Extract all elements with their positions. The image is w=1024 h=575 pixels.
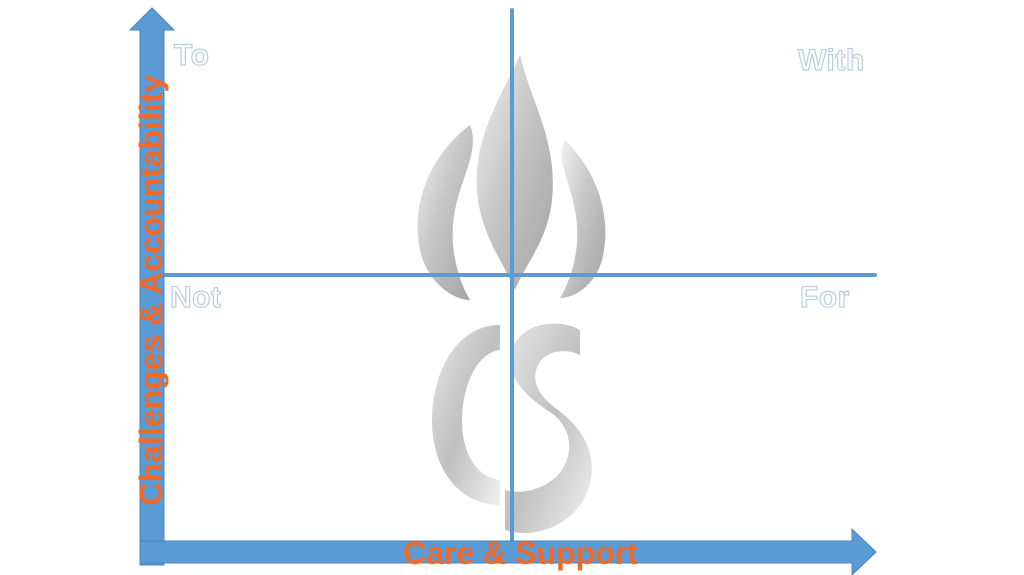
x-axis-title: Care & Support xyxy=(403,535,638,571)
flame-center-shape xyxy=(476,55,553,290)
y-axis-title: Challenges & Accountability xyxy=(133,74,169,506)
quadrant-label-not: Not xyxy=(169,281,222,314)
letter-s-shape xyxy=(505,323,592,534)
flame-left-shape xyxy=(417,125,473,300)
x-axis-arrow xyxy=(139,527,877,575)
letter-c-shape xyxy=(432,325,500,505)
flame-right-shape xyxy=(560,140,606,298)
quadrant-label-to: To xyxy=(173,39,210,72)
quadrant-label-with: With xyxy=(797,44,865,77)
quadrant-label-for: For xyxy=(799,281,850,314)
y-axis-arrow xyxy=(128,7,176,566)
flame-cs-logo-icon xyxy=(417,55,606,534)
